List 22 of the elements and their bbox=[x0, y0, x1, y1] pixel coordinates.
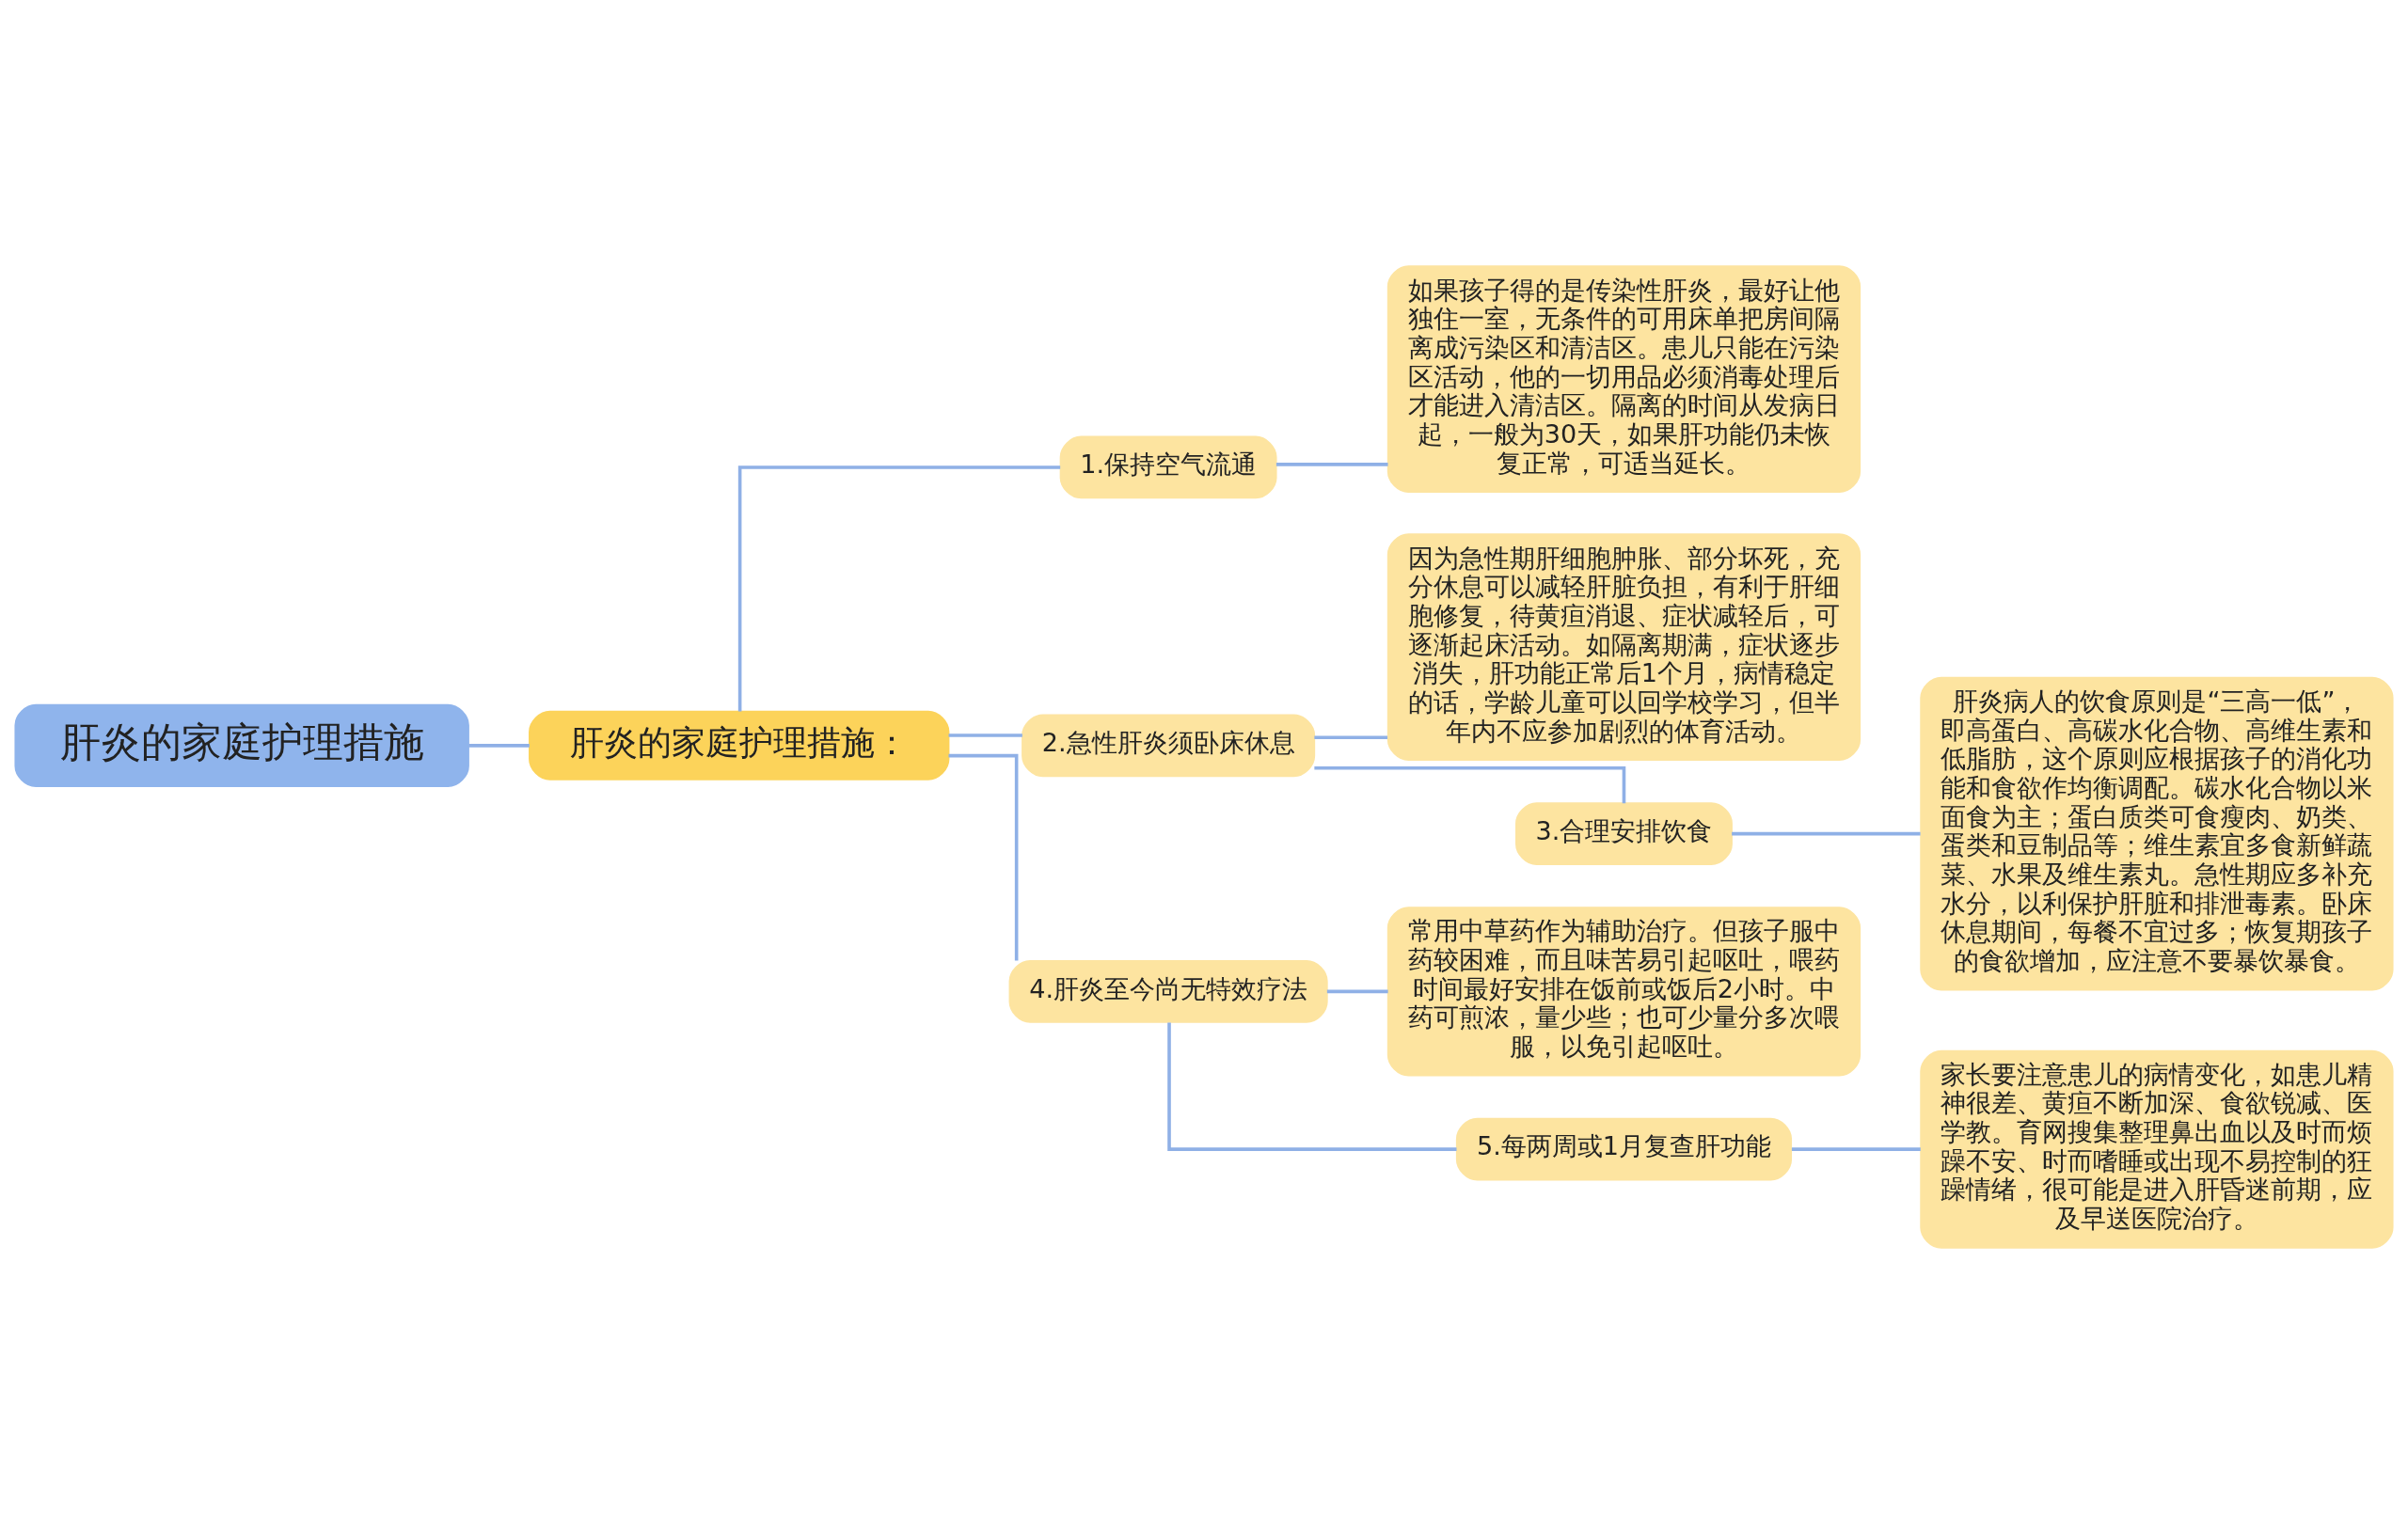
connector bbox=[948, 753, 1019, 961]
connector bbox=[1275, 463, 1388, 466]
node-box: 因为急性期肝细胞肿胀、部分坏死，充分休息可以减轻肝脏负担，有利于肝细胞修复，待黄疸消退、症状减轻后，可逐渐起床活动。如隔离期满，症状逐步消失，肝功能正常后1个月，病情稳定的话，学龄儿童可以回学校学习，但半年内不应参加剧烈的体育活动。 bbox=[1386, 533, 1861, 762]
node-box: 肝炎的家庭护理措施： bbox=[529, 710, 950, 781]
node-box: 肝炎病人的饮食原则是“三高一低”，即高蛋白、高碳水化合物、高维生素和低脂肪，这个原则应根据孩子的消化功能和食欲作均衡调配。碳水化合物以米面食为主；蛋白质类可食瘦肉、奶类、蛋类和豆制品等；维生素宜多食新鲜蔬菜、水果及维生素丸。急性期应多补充水分，以利保护肝脏和排泄毒素。卧床休息期间，每餐不宜过多；恢复期孩子的食欲增加，应注意不要暴饮暴食。 bbox=[1920, 676, 2394, 991]
node-box: 4.肝炎至今尚无特效疗法 bbox=[1008, 960, 1328, 1023]
node-box: 3.合理安排饮食 bbox=[1515, 802, 1733, 865]
node-box: 2.急性肝炎须卧床休息 bbox=[1022, 714, 1316, 778]
connector bbox=[1791, 1147, 1921, 1151]
connector bbox=[737, 465, 1061, 712]
connector bbox=[1326, 989, 1388, 994]
connector bbox=[1167, 1022, 1457, 1151]
connector bbox=[468, 744, 530, 748]
node-box: 常用中草药作为辅助治疗。但孩子服中药较困难，而且味苦易引起呕吐，喂药时间最好安排在饭前或饭后2小时。中药可煎浓，量少些；也可少量分多次喂服，以免引起呕吐。 bbox=[1386, 907, 1861, 1077]
connector bbox=[1314, 735, 1388, 740]
node-box: 如果孩子得的是传染性肝炎，最好让他独住一室，无条件的可用床单把房间隔离成污染区和清洁区。患儿只能在污染区活动，他的一切用品必须消毒处理后才能进入清洁区。隔离的时间从发病日起，一般为30天，如果肝功能仍未恢复正常，可适当延长。 bbox=[1386, 265, 1861, 494]
node-box: 5.每两周或1月复查肝功能 bbox=[1455, 1117, 1793, 1181]
node-box: 1.保持空气流通 bbox=[1059, 435, 1277, 499]
node-box: 肝炎的家庭护理措施 bbox=[14, 703, 469, 787]
node-box: 家长要注意患儿的病情变化，如患儿精神很差、黄疸不断加深、食欲锐减、医学教。育网搜集整理鼻出血以及时而烦躁不安、时而嗜睡或出现不易控制的狂躁情绪，很可能是进入肝昏迷前期，应及早送医院治疗。 bbox=[1920, 1049, 2394, 1249]
connector bbox=[948, 733, 1022, 737]
connector bbox=[1732, 831, 1921, 836]
